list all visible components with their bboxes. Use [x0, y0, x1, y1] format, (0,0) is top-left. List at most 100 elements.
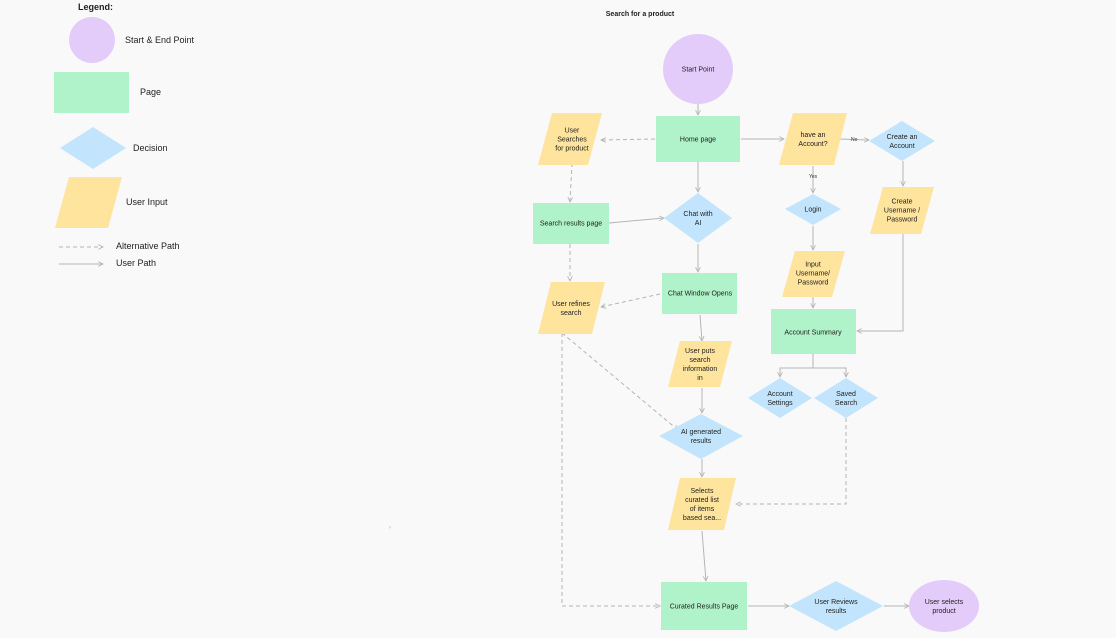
- node-chat-with-ai[interactable]: [664, 193, 732, 243]
- label-line: Search results page: [540, 221, 602, 228]
- node-puts-info[interactable]: [668, 341, 732, 387]
- stray-glyph: ›: [389, 525, 391, 531]
- label-line: Username/: [796, 271, 830, 278]
- label-line: Password: [798, 280, 829, 287]
- node-search-results-page-label: Search results page: [540, 221, 602, 228]
- label-line: curated list: [685, 497, 719, 504]
- node-input-userpass[interactable]: [782, 251, 845, 297]
- edge-saved-selects: [736, 418, 847, 504]
- legend-decision-shape: [60, 127, 126, 169]
- label-line: Create: [891, 199, 912, 206]
- legend-input-shape: [55, 177, 122, 228]
- node-user-selects-product-label: User selects product: [925, 599, 964, 615]
- node-have-account[interactable]: [779, 113, 847, 165]
- node-account-summary-label: Account Summary: [784, 330, 842, 337]
- legend-alt-path-label: Alternative Path: [116, 241, 180, 251]
- legend-title: Legend:: [78, 2, 113, 12]
- node-ai-results[interactable]: [659, 414, 743, 459]
- edge-home-searches: [601, 139, 656, 140]
- node-saved-search[interactable]: [814, 378, 878, 418]
- label-line: search: [560, 310, 581, 317]
- legend-decision-label: Decision: [133, 143, 168, 153]
- node-login-label: Login: [804, 207, 821, 214]
- edge-label-yes: Yes: [809, 174, 818, 180]
- node-user-refines[interactable]: [538, 282, 605, 334]
- label-line: User: [565, 128, 580, 135]
- node-create-account-label: Create an Account: [887, 134, 918, 150]
- legend-user-path-label: User Path: [116, 258, 156, 268]
- node-home-page-label: Home page: [680, 137, 716, 144]
- node-ai-results-label: AI generated results: [681, 429, 721, 445]
- label-line: Chat with: [683, 211, 712, 218]
- label-line: Chat Window Opens: [668, 291, 733, 298]
- node-chat-window-label: Chat Window Opens: [668, 291, 733, 298]
- edge-window-puts: [700, 314, 702, 341]
- node-home-page[interactable]: [656, 116, 740, 162]
- edge-userpass-summary: [857, 234, 904, 331]
- node-curated-results-page[interactable]: [661, 582, 747, 630]
- label-line: results: [826, 608, 847, 615]
- legend-start-end-shape: [69, 17, 115, 63]
- edge-results-chat: [608, 218, 664, 224]
- node-user-searches[interactable]: [538, 113, 602, 165]
- node-account-settings[interactable]: [748, 378, 812, 418]
- label-line: Password: [887, 217, 918, 224]
- edge-label-no: No: [851, 137, 858, 143]
- label-line: have an: [801, 132, 826, 139]
- label-line: Username /: [884, 208, 920, 215]
- label-line: information: [683, 366, 718, 373]
- label-line: results: [691, 438, 712, 445]
- label-line: Create an: [887, 134, 918, 141]
- node-chat-window[interactable]: [662, 273, 737, 314]
- label-line: AI: [695, 220, 702, 227]
- label-line: Home page: [680, 137, 716, 144]
- diagram-title: Search for a product: [606, 11, 675, 18]
- edge-selects-curated: [701, 530, 706, 581]
- node-create-account[interactable]: [869, 121, 935, 161]
- label-line: in: [697, 375, 703, 382]
- label-line: Settings: [767, 400, 793, 407]
- legend-input-label: User Input: [126, 197, 168, 207]
- edge-refines-curated: [561, 333, 660, 606]
- label-line: Login: [804, 207, 821, 214]
- node-user-reviews[interactable]: [789, 581, 883, 631]
- label-line: for product: [555, 146, 589, 153]
- node-search-results-page[interactable]: [533, 203, 609, 244]
- node-start[interactable]: [663, 34, 733, 104]
- node-account-summary[interactable]: [771, 309, 856, 354]
- node-user-refines-label: User refines search: [552, 301, 590, 317]
- label-line: search: [689, 357, 710, 364]
- label-line: User Reviews: [814, 599, 858, 606]
- node-curated-results-page-label: Curated Results Page: [670, 604, 739, 611]
- node-have-account-label: have an Account?: [798, 132, 827, 148]
- node-user-selects-product[interactable]: [909, 580, 979, 632]
- label-line: of items: [690, 506, 715, 513]
- edge-window-refines: [601, 293, 661, 307]
- label-line: product: [932, 608, 955, 615]
- legend-page-shape: [54, 72, 129, 113]
- node-login[interactable]: [785, 194, 841, 225]
- node-create-userpass[interactable]: [870, 187, 934, 234]
- edge-refines-ai: [561, 332, 678, 430]
- label-line: Input: [805, 262, 821, 269]
- node-user-reviews-label: User Reviews results: [814, 599, 858, 615]
- edge-summary-saved: [812, 354, 846, 377]
- label-line: Account?: [798, 141, 827, 148]
- label-line: AI generated: [681, 429, 721, 436]
- edge-searches-results: [570, 162, 572, 202]
- label-line: Curated Results Page: [670, 604, 739, 611]
- label-line: User refines: [552, 301, 590, 308]
- label-line: User selects: [925, 599, 964, 606]
- label-line: Account: [889, 143, 914, 150]
- legend: Legend: Start & End Point Page Decision …: [54, 2, 195, 268]
- label-line: Searches: [557, 137, 587, 144]
- node-selects-list[interactable]: [668, 478, 736, 530]
